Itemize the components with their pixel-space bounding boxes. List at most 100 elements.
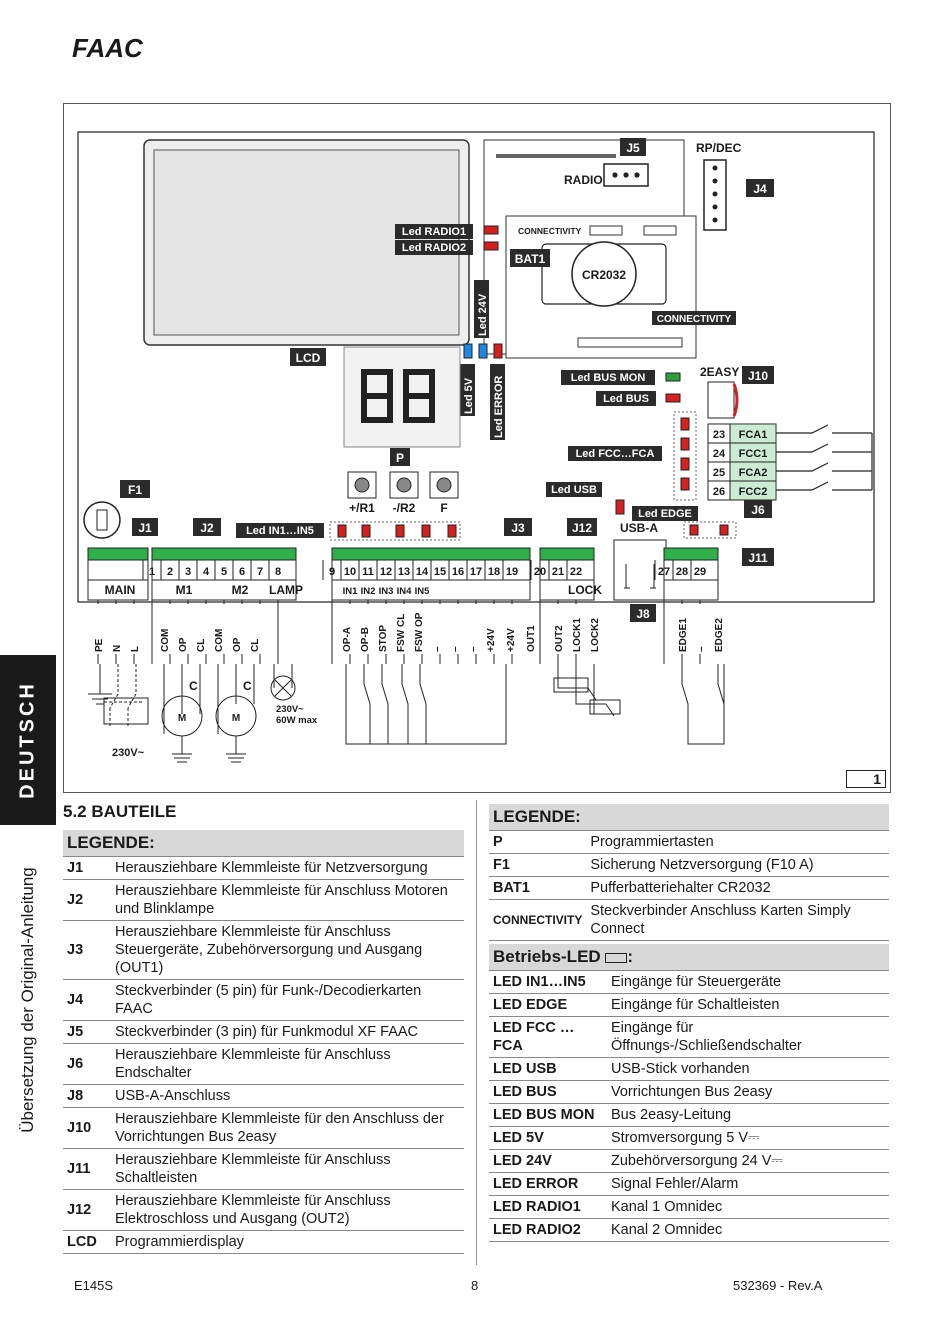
terminal-number: 6 — [239, 566, 245, 578]
p-tag — [390, 448, 410, 466]
wire-label: COM — [214, 629, 225, 652]
led-24v-tag — [474, 280, 489, 338]
terminal-number: 12 — [380, 566, 392, 578]
fc-num: 24 — [713, 448, 726, 460]
legend-key: LCD — [63, 1230, 111, 1254]
legend-text: Zubehörversorgung 24 V⎓ — [607, 1149, 889, 1173]
wire-label: FSW OP — [414, 612, 425, 652]
figure-number: 1 — [846, 770, 886, 788]
f1-label: F1 — [128, 483, 142, 497]
j3-tag — [504, 518, 532, 536]
legend-text: Steckverbinder Anschluss Karten Simply C… — [586, 899, 889, 941]
legend-text: Herausziehbare Klemmleiste für Anschluss… — [111, 879, 464, 921]
column-divider — [476, 800, 477, 1265]
legend-key: J10 — [63, 1107, 111, 1149]
fc-name: FCC2 — [739, 486, 768, 498]
legend-key: LED USB — [489, 1057, 607, 1081]
footer-docno: 532369 - Rev.A — [733, 1278, 823, 1293]
wire-label: OP — [178, 637, 189, 652]
in-label: IN5 — [415, 586, 431, 597]
terminal-number: 17 — [470, 566, 482, 578]
wire-label: EDGE2 — [714, 618, 725, 652]
led-radio2 — [483, 241, 499, 251]
language-label: DEUTSCH — [16, 681, 39, 799]
figure-number-text: 1 — [873, 771, 881, 787]
terminal-number: 16 — [452, 566, 464, 578]
terminal-number: 15 — [434, 566, 446, 578]
bat1-tag — [510, 249, 550, 267]
j12-terminal-top — [539, 547, 595, 561]
led-bus — [665, 393, 681, 403]
connectivity-tag — [652, 311, 736, 325]
j1-label: J1 — [138, 521, 152, 535]
legend-text: Programmierdisplay — [111, 1230, 464, 1254]
legend-text: USB-A-Anschluss — [111, 1084, 464, 1108]
j11-terminal-top — [663, 547, 719, 561]
terminal-number: 7 — [257, 566, 263, 578]
led-usb — [615, 499, 625, 515]
led-5v-label: Led 5V — [463, 377, 475, 414]
led-fcc-label: Led FCC…FCA — [576, 448, 655, 460]
legend-text: Eingänge für Öffnungs-/Schließendschalte… — [607, 1016, 889, 1058]
led-bus-mon — [665, 372, 681, 382]
btn-f-label: F — [440, 501, 447, 515]
fc-name: FCC1 — [739, 448, 768, 460]
legend-text: Stromversorgung 5 V⎓ — [607, 1126, 889, 1150]
led-busmon-tag — [561, 370, 655, 385]
wire-label: L — [130, 646, 141, 652]
legend-text: Herausziehbare Klemmleiste für Anschluss… — [111, 1189, 464, 1231]
legend-key: LED 24V — [489, 1149, 607, 1173]
legend-text: Herausziehbare Klemmleiste für den Ansch… — [111, 1107, 464, 1149]
board-diagram: J5 RADIO RP/DEC J4 CONNECTIVITY CR2032 B… — [63, 103, 891, 793]
terminal-number: 20 — [534, 566, 546, 578]
in-label: IN3 — [379, 586, 394, 597]
j1-terminal-top — [87, 547, 149, 561]
led-usb-tag — [546, 482, 602, 497]
wire-label: COM — [160, 629, 171, 652]
wire-label: EDGE1 — [678, 618, 689, 652]
rpdec-label: RP/DEC — [696, 141, 742, 155]
j3-label: J3 — [511, 521, 525, 535]
wire-label: – — [468, 646, 479, 652]
limit-switches — [776, 424, 873, 491]
wire-label: – — [432, 646, 443, 652]
fc-num: 26 — [713, 486, 725, 498]
legend-text: Herausziehbare Klemmleiste für Anschluss… — [111, 920, 464, 980]
j4-label: J4 — [753, 182, 767, 196]
cap1-label: C — [189, 679, 198, 693]
wire-label: OP-A — [342, 627, 353, 652]
j11-tag — [742, 548, 774, 566]
led-usb-label: Led USB — [551, 484, 597, 496]
wire-label: STOP — [378, 625, 389, 652]
legend-key: J6 — [63, 1043, 111, 1085]
terminal-number: 29 — [694, 566, 706, 578]
external-wiring — [88, 664, 725, 763]
j1-tag — [132, 518, 158, 536]
terminal-number: 9 — [329, 566, 335, 578]
j5-label: J5 — [626, 141, 640, 155]
legend-key: LED EDGE — [489, 993, 607, 1017]
j1-terminal-numbers — [87, 559, 149, 581]
seven-seg — [361, 369, 435, 423]
legend-key: J11 — [63, 1148, 111, 1190]
j6-label: J6 — [751, 503, 765, 517]
wire-label: LOCK1 — [572, 618, 583, 652]
legend-key: F1 — [489, 853, 587, 877]
radio-slot — [496, 154, 616, 158]
